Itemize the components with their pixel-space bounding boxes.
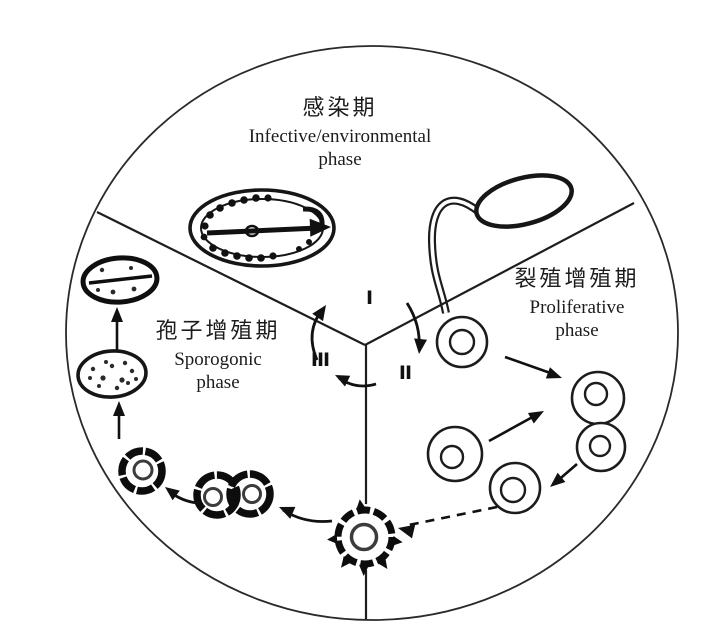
dividing-meront-icon <box>570 370 627 473</box>
proliferative-phase-label-en2: phase <box>555 320 599 342</box>
sporogonic-phase-label-en2: phase <box>196 372 240 394</box>
numeral-II: II <box>398 362 412 384</box>
infective-phase-label: 感染期 Infective/environmental phase <box>249 95 432 172</box>
sporont-icon <box>327 499 403 576</box>
spore-with-polar-filament-icon <box>188 188 336 268</box>
sporogonic-phase-label-en1: Sporogonic <box>174 348 262 370</box>
meront-icon <box>426 425 484 483</box>
infective-phase-label-en2: phase <box>318 149 362 171</box>
proliferative-phase-label: 裂殖增殖期 Proliferative phase <box>514 266 639 343</box>
late-meront-icon <box>488 461 542 515</box>
sporogonic-phase-label: 孢子增殖期 Sporogonic phase <box>155 318 280 395</box>
sporogonic-phase-label-zh: 孢子增殖期 <box>155 319 281 344</box>
proliferative-phase-label-zh: 裂殖增殖期 <box>514 267 640 292</box>
stage-arrowheads <box>111 307 566 539</box>
numeral-I: I <box>365 287 373 309</box>
sector-dividers <box>96 202 635 619</box>
dividing-sporoblast-icon <box>193 470 274 519</box>
mature-spore-icon <box>80 255 160 305</box>
germinated-spore-shell-icon <box>474 173 574 229</box>
germinating-spore-icon <box>427 196 482 314</box>
infective-phase-label-en1: Infective/environmental <box>248 125 432 147</box>
proliferative-phase-label-en1: Proliferative <box>529 296 625 318</box>
sporoplasm-icon <box>435 315 489 369</box>
sporoblast-icon <box>118 447 166 495</box>
numeral-III: III <box>310 349 330 371</box>
infective-phase-label-zh: 感染期 <box>302 96 378 121</box>
maturing-spore-icon <box>76 349 148 399</box>
transition-arrowheads <box>165 305 428 519</box>
cycle-circle <box>65 45 679 621</box>
